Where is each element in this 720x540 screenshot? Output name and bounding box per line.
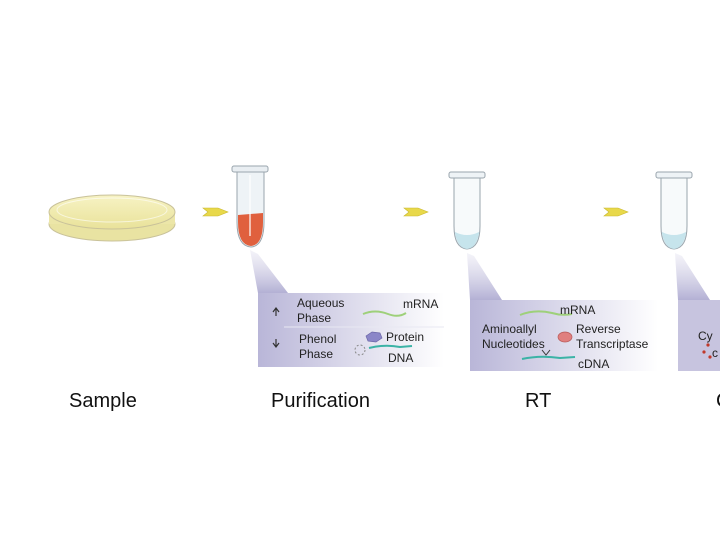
cdna-strand-icon <box>521 355 576 360</box>
dna-strand-icon <box>368 344 413 349</box>
step-label-coupling: C <box>716 390 720 413</box>
cdna-label: cDNA <box>578 357 609 371</box>
mrna-strand-icon <box>519 310 573 316</box>
aqueous-label-line1: Aqueous <box>297 296 344 310</box>
dna-label: DNA <box>388 351 413 365</box>
reverse-label: Reverse <box>576 322 621 336</box>
purification-callout: Aqueous Phase Phenol Phase mRNA Protein … <box>250 250 444 367</box>
dye-dot-icon <box>706 343 710 347</box>
tube-purification-icon <box>231 165 269 248</box>
transcriptase-label: Transcriptase <box>576 337 649 351</box>
dye-dot-icon <box>702 350 706 354</box>
tube-coupling-icon <box>655 171 693 250</box>
dna-coil-icon <box>354 344 366 356</box>
petri-dish-icon <box>48 194 176 242</box>
arrow-small-icon <box>541 349 551 356</box>
protein-label: Protein <box>386 330 424 344</box>
aminoallyl-label: Aminoallyl <box>482 322 537 336</box>
enzyme-icon <box>557 331 573 343</box>
arrow-icon <box>403 207 429 217</box>
protein-icon <box>365 331 383 343</box>
step-label-sample: Sample <box>69 390 137 412</box>
c-label: c <box>712 346 718 360</box>
arrow-icon <box>202 207 229 217</box>
nucleotides-label: Nucleotides <box>482 337 545 351</box>
mrna-label: mRNA <box>403 297 438 311</box>
step-label-rt: RT <box>525 390 552 412</box>
rt-callout: mRNA Aminoallyl Nucleotides Reverse Tran… <box>467 253 658 371</box>
rt-mrna-label: mRNA <box>560 303 595 317</box>
arrow-icon <box>603 207 629 217</box>
step-label-purification: Purification <box>271 390 370 412</box>
mrna-strand-icon <box>362 310 407 317</box>
phenol-label-line1: Phenol <box>299 332 336 346</box>
cy-label: Cy <box>698 329 713 343</box>
tube-rt-icon <box>448 171 486 250</box>
coupling-callout: Cy c <box>675 253 720 371</box>
phenol-label-line2: Phase <box>299 347 333 361</box>
dye-dot-icon <box>708 355 712 359</box>
aqueous-label-line2: Phase <box>297 311 331 325</box>
